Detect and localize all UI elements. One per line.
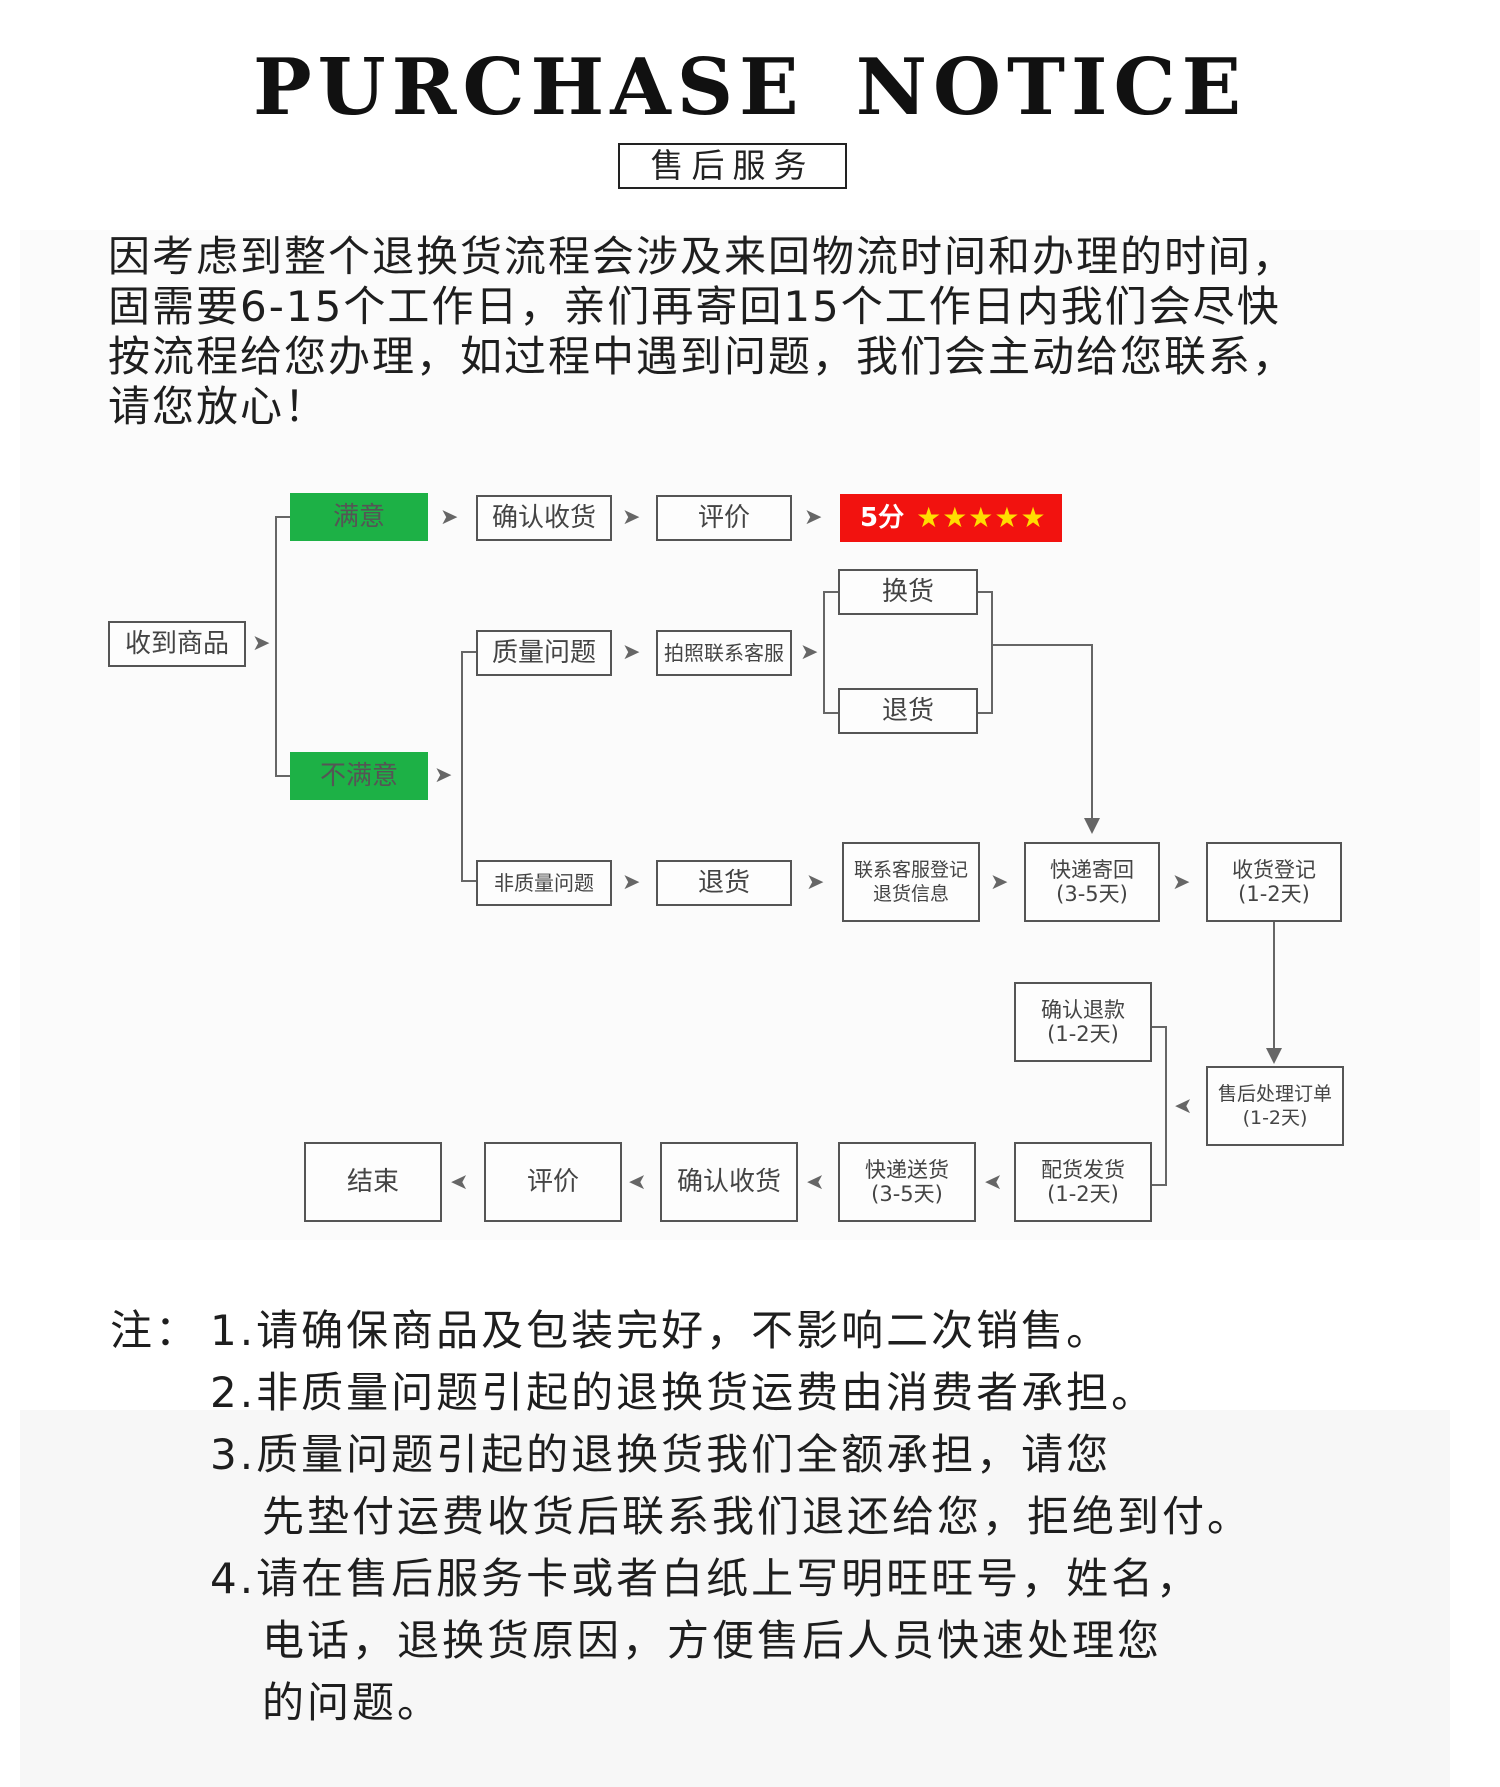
node-label: (1-2天) [1242,1107,1308,1129]
note-item: 注： 1.请确保商品及包装完好，不影响二次销售。 [110,1300,1410,1362]
note-text: 3.质量问题引起的退换货我们全额承担，请您 [210,1430,1112,1479]
note-text: 电话，退换货原因，方便售后人员快速处理您 [262,1616,1163,1665]
note-text: 的问题。 [262,1678,443,1727]
non-quality-issue-node: 非质量问题 [476,860,612,906]
branch-bracket [275,516,290,777]
connector-line [992,644,1093,820]
confirm-refund-node: 确认退款 (1-2天) [1014,982,1152,1062]
quality-issue-node: 质量问题 [476,630,612,676]
arrowhead-down [1084,818,1100,834]
node-label: 配货发货 [1041,1158,1125,1182]
arrow-left-icon: ➤ [806,1170,825,1195]
review-node: 评价 [484,1142,622,1222]
branch-bracket [823,591,838,714]
intro-line: 因考虑到整个退换货流程会涉及来回物流时间和办理的时间， [108,232,1297,281]
node-label: 确认退款 [1041,998,1125,1022]
intro-line: 固需要6-15个工作日，亲们再寄回15个工作日内我们会尽快 [108,282,1281,331]
return-node: 退货 [838,688,978,734]
arrow-left-icon: ➤ [1174,1094,1193,1119]
return-node: 退货 [656,860,792,906]
express-delivery-node: 快递送货 (3-5天) [838,1142,976,1222]
dispatch-node: 配货发货 (1-2天) [1014,1142,1152,1222]
node-label: (1-2天) [1238,882,1310,906]
node-label: 快递送货 [865,1158,949,1182]
node-label: 退货信息 [872,883,949,905]
arrow-left-icon: ➤ [628,1170,647,1195]
node-label: (1-2天) [1047,1022,1119,1046]
confirm-receipt-node: 确认收货 [660,1142,798,1222]
ship-back-node: 快递寄回 (3-5天) [1024,842,1160,922]
node-label: (3-5天) [1056,882,1128,906]
arrow-left-icon: ➤ [984,1170,1003,1195]
exchange-node: 换货 [838,569,978,615]
node-label: 售后处理订单 [1217,1083,1332,1105]
note-item: 4.请在售后服务卡或者白纸上写明旺旺号，姓名， [110,1548,1410,1610]
note-item: 2.非质量问题引起的退换货运费由消费者承担。 [110,1362,1410,1424]
confirm-receipt-node: 确认收货 [476,495,612,541]
register-return-node: 联系客服登记 退货信息 [842,842,980,922]
intro-line: 请您放心！ [108,382,329,431]
page-title: PURCHASE NOTICE [252,42,1248,133]
branch-bracket [461,651,476,882]
arrow-right-icon: ➤ [800,640,819,665]
arrow-right-icon: ➤ [622,505,641,530]
note-text: 4.请在售后服务卡或者白纸上写明旺旺号，姓名， [210,1554,1202,1603]
notes-section: 注： 1.请确保商品及包装完好，不影响二次销售。 2.非质量问题引起的退换货运费… [110,1300,1410,1734]
arrow-right-icon: ➤ [622,870,641,895]
receive-goods-node: 收到商品 [108,621,246,667]
node-label: (1-2天) [1047,1182,1119,1206]
review-node: 评价 [656,495,792,541]
arrow-left-icon: ➤ [450,1170,469,1195]
node-label: 收货登记 [1232,858,1316,882]
intro-paragraph: 因考虑到整个退换货流程会涉及来回物流时间和办理的时间， 固需要6-15个工作日，… [108,232,1408,432]
unsatisfied-node: 不满意 [290,752,428,800]
arrow-right-icon: ➤ [434,763,453,788]
star-rating-icon: ★★★★★ [916,501,1047,534]
branch-bracket [1152,1026,1167,1186]
note-text: 1.请确保商品及包装完好，不影响二次销售。 [210,1306,1112,1355]
arrowhead-down [1266,1048,1282,1064]
note-item: 3.质量问题引起的退换货我们全额承担，请您 [110,1424,1410,1486]
background-panel [20,1410,1450,1787]
node-label: 快递寄回 [1050,858,1134,882]
rating-label: 5分 [860,503,905,533]
satisfied-node: 满意 [290,493,428,541]
arrow-right-icon: ➤ [1172,870,1191,895]
notes-prefix: 注： [110,1306,201,1355]
arrow-right-icon: ➤ [990,870,1009,895]
note-text: 2.非质量问题引起的退换货运费由消费者承担。 [210,1368,1157,1417]
rating-node: 5分 ★★★★★ [840,494,1062,542]
photo-contact-service-node: 拍照联系客服 [656,630,792,676]
arrow-right-icon: ➤ [804,505,823,530]
note-text: 先垫付运费收货后联系我们退还给您，拒绝到付。 [262,1492,1253,1541]
arrow-right-icon: ➤ [252,631,271,656]
intro-line: 按流程给您办理，如过程中遇到问题，我们会主动给您联系， [108,332,1297,381]
arrow-right-icon: ➤ [806,870,825,895]
after-sale-order-node: 售后处理订单 (1-2天) [1206,1066,1344,1146]
node-label: 联系客服登记 [853,859,968,881]
arrow-right-icon: ➤ [440,505,459,530]
arrow-right-icon: ➤ [622,640,641,665]
receipt-register-node: 收货登记 (1-2天) [1206,842,1342,922]
branch-bracket [978,591,993,714]
node-label: (3-5天) [871,1182,943,1206]
end-node: 结束 [304,1142,442,1222]
section-badge: 售后服务 [618,143,847,189]
